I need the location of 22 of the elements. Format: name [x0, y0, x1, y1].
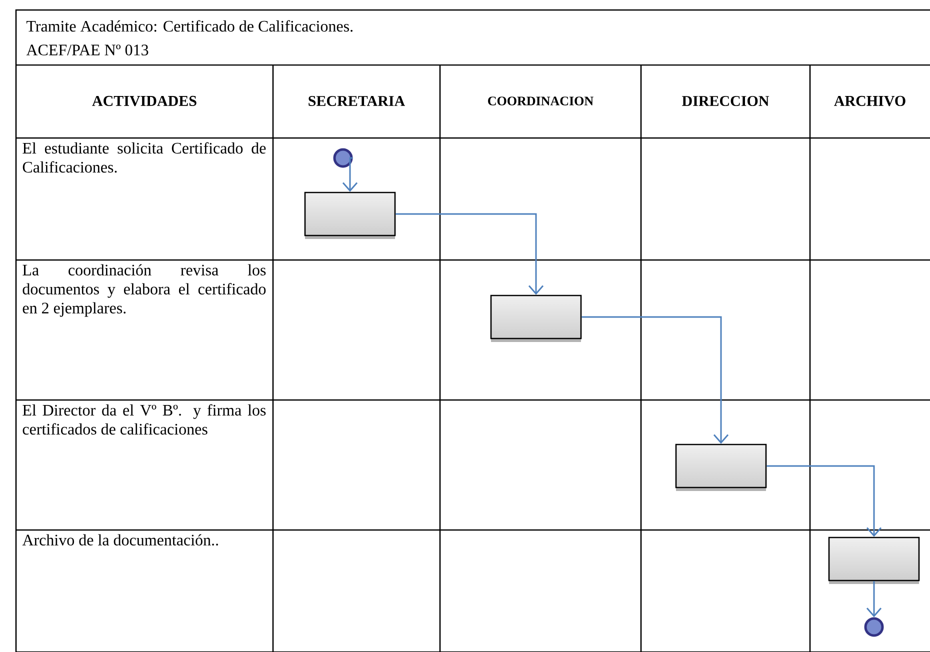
activity-box [304, 192, 396, 239]
column-header: COORDINACION [488, 96, 594, 106]
end-point [333, 148, 353, 168]
arrow [766, 465, 882, 537]
activity-box [490, 294, 582, 342]
column-header: DIRECCION [682, 96, 770, 106]
arrow [342, 157, 358, 192]
activity-text: El estudiante solicita Certificado de Calificaciones. [22, 142, 266, 173]
document-code: ACEF/PAE Nº 013 [26, 44, 148, 56]
column-header: ACTIVIDADES [92, 96, 196, 106]
activity-text: Archivo de la documentación.. [22, 534, 218, 546]
activity-text: La coordinación revisa los documentos y elabora el certificado en 2 ejemplares. [22, 264, 266, 317]
title: Tramite Académico: Certificado de Calificaciones. [26, 20, 352, 32]
column-header: ARCHIVO [834, 96, 906, 106]
arrow [866, 581, 882, 618]
column-header: SECRETARIA [308, 96, 405, 106]
activity-text: El Director da el Vº Bº. y firma los certificados de calificaciones [22, 404, 266, 435]
arrow [396, 213, 544, 295]
activity-box [828, 536, 920, 584]
activity-box [675, 444, 767, 491]
arrow [582, 316, 729, 444]
end-point [864, 617, 884, 637]
